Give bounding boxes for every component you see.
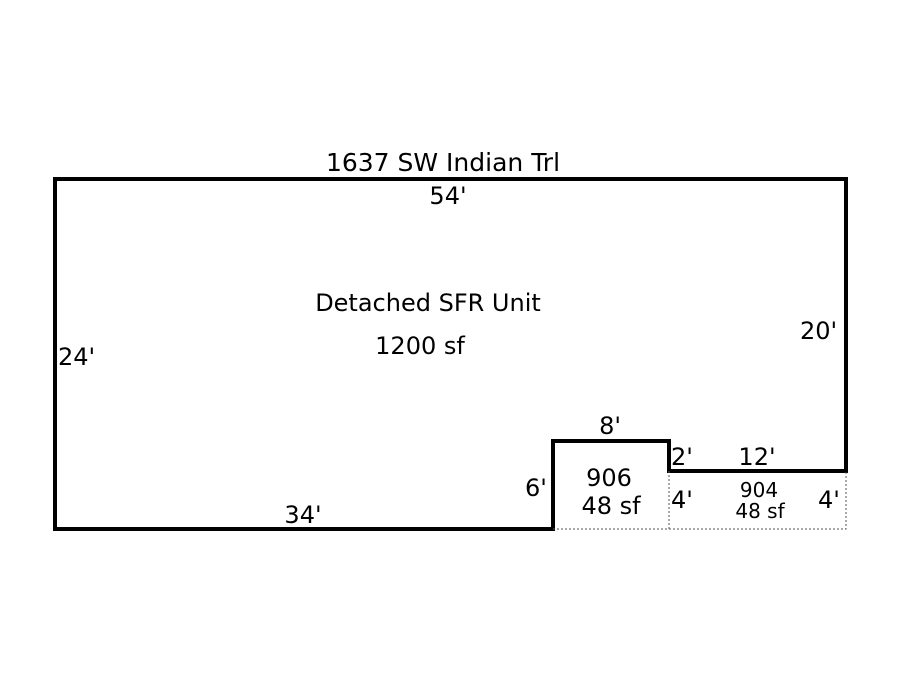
sub-area-906-outline [553, 471, 670, 530]
main-area-name: Detached SFR Unit [315, 289, 541, 317]
dim-left: 24' [58, 343, 95, 371]
main-area-size: 1200 sf [375, 332, 465, 360]
sub-area-904-size: 48 sf [735, 499, 785, 523]
sub-area-906-code: 906 [586, 464, 632, 492]
sub-area-904-code: 904 [740, 478, 778, 502]
dim-bottom-left: 34' [284, 501, 321, 529]
dim-right: 20' [800, 317, 837, 345]
sub-area-906-size: 48 sf [581, 492, 641, 520]
main-unit-outline [53, 177, 848, 531]
dim-notch-top: 8' [599, 412, 621, 440]
dim-bottom-right: 12' [738, 443, 775, 471]
dim-step-down: 2' [671, 443, 693, 471]
address-title: 1637 SW Indian Trl [326, 148, 560, 177]
dim-top: 54' [429, 182, 466, 210]
sub-area-904-outline [669, 471, 847, 530]
dim-notch-left: 6' [525, 474, 547, 502]
dim-sub-left: 4' [671, 486, 693, 514]
dim-sub-right: 4' [818, 486, 840, 514]
